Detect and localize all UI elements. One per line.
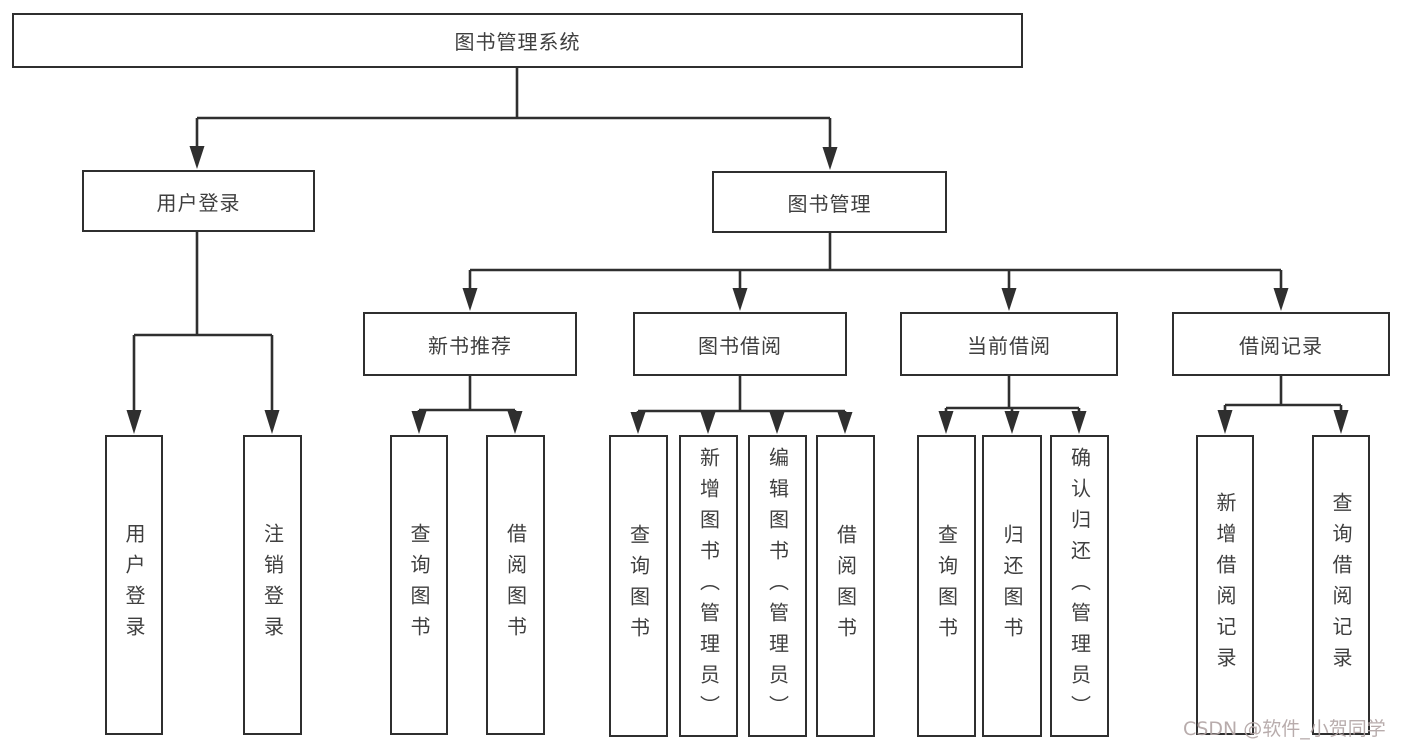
leaf-label: 用户登录 (122, 523, 146, 647)
node-borrow-records: 借阅记录 (1172, 312, 1390, 376)
leaf-borrow-books: 借阅图书 (816, 435, 875, 737)
csdn-watermark: CSDN @软件_小贺同学 (1183, 718, 1386, 740)
node-new-book-recommend: 新书推荐 (363, 312, 577, 376)
leaf-query-borrow-record: 查询借阅记录 (1312, 435, 1370, 735)
leaf-label: 借阅图书 (503, 523, 528, 647)
leaf-borrow-books-recommend: 借阅图书 (486, 435, 545, 735)
leaf-label: 注销登录 (260, 523, 285, 647)
leaf-label: 查询图书 (626, 524, 651, 648)
leaf-label: 查询图书 (934, 524, 959, 648)
arrowheads (126, 146, 1349, 434)
leaf-label: 新增借阅记录 (1213, 492, 1237, 678)
leaf-user-login: 用户登录 (105, 435, 163, 735)
node-book-borrow: 图书借阅 (633, 312, 847, 376)
leaf-edit-book-admin: 编辑图书（管理员） (748, 435, 807, 737)
node-user-login: 用户登录 (82, 170, 315, 232)
leaf-return-book: 归还图书 (982, 435, 1042, 737)
node-library-system: 图书管理系统 (12, 13, 1023, 68)
leaf-label: 查询图书 (407, 523, 431, 647)
leaf-label: 编辑图书（管理员） (765, 446, 790, 726)
leaf-label: 确认归还（管理员） (1067, 446, 1092, 726)
leaf-label: 新增图书（管理员） (696, 446, 721, 726)
leaf-logout: 注销登录 (243, 435, 302, 735)
leaf-label: 归还图书 (1000, 524, 1024, 648)
leaf-label: 查询借阅记录 (1329, 492, 1353, 678)
leaf-query-books-current: 查询图书 (917, 435, 976, 737)
leaf-query-books-borrow: 查询图书 (609, 435, 668, 737)
leaf-add-borrow-record: 新增借阅记录 (1196, 435, 1254, 735)
leaf-label: 借阅图书 (833, 524, 858, 648)
node-current-borrow: 当前借阅 (900, 312, 1118, 376)
leaf-query-books-recommend: 查询图书 (390, 435, 448, 735)
node-book-management: 图书管理 (712, 171, 947, 233)
leaf-add-book-admin: 新增图书（管理员） (679, 435, 738, 737)
leaf-confirm-return-admin: 确认归还（管理员） (1050, 435, 1109, 737)
